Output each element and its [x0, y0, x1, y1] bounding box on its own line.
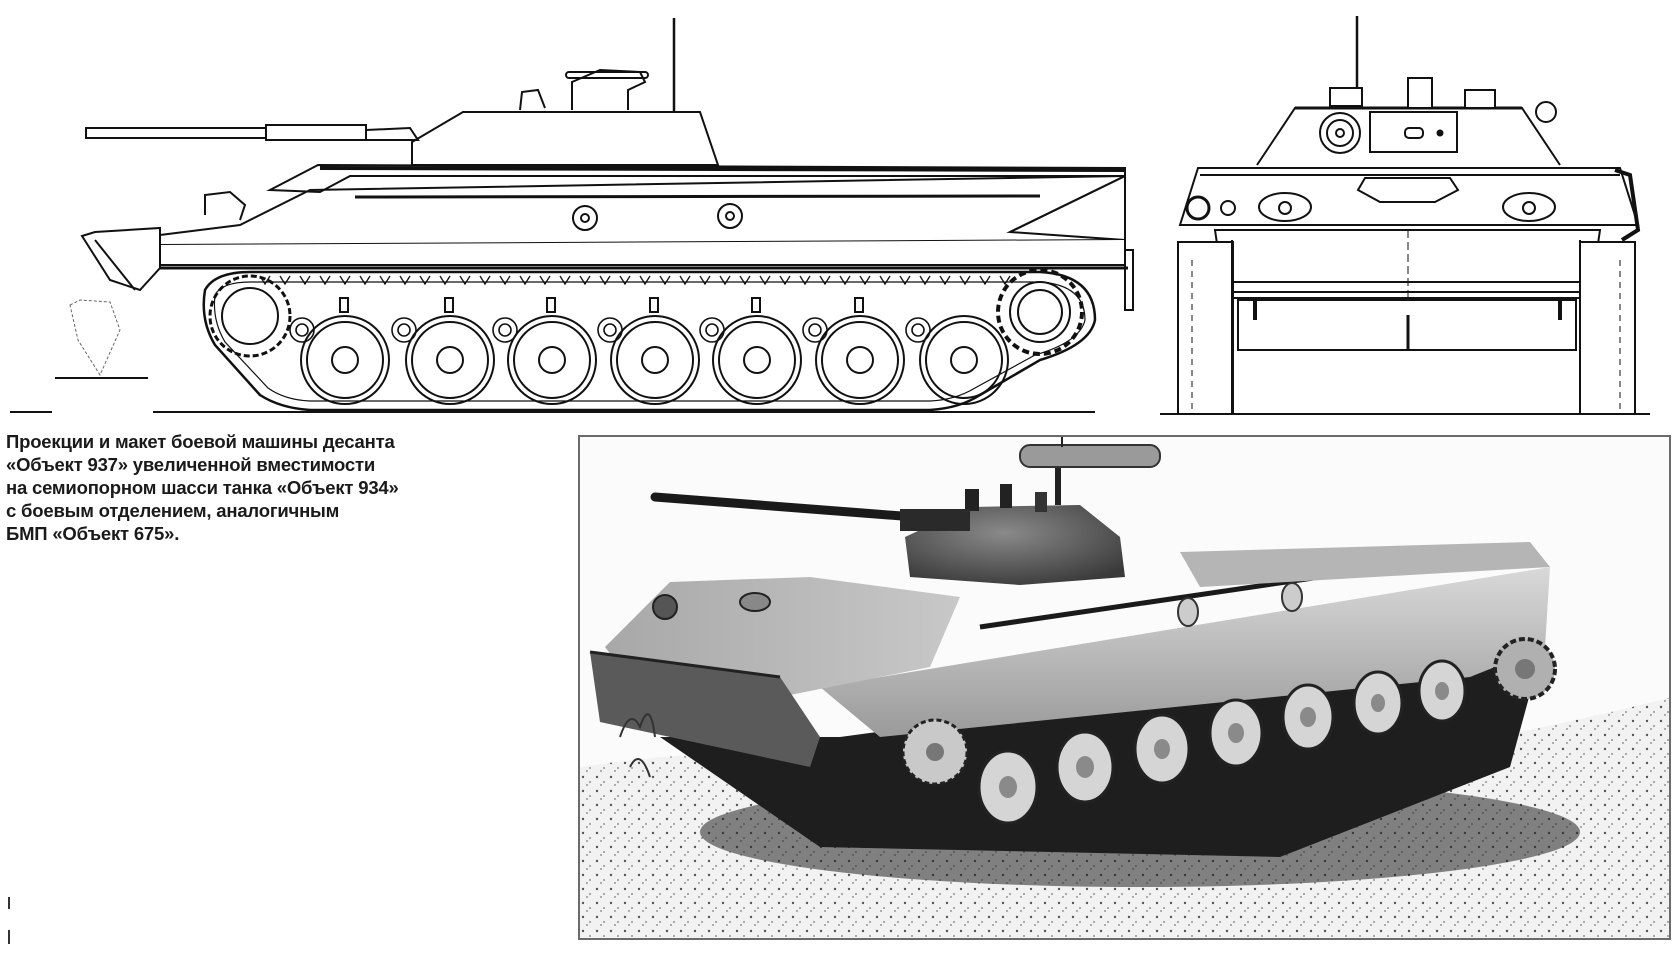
model-photograph [578, 435, 1671, 940]
front-view-drawing [1160, 16, 1650, 415]
caption-line: «Объект 937» увеличенной вместимости [6, 454, 376, 475]
side-view-drawing [10, 18, 1134, 413]
figure-caption: Проекции и макет боевой машины десанта «… [6, 430, 566, 545]
caption-line: с боевым отделением, аналогичным [6, 500, 340, 521]
margin-mark [8, 930, 10, 944]
tank-model-photo-icon [580, 437, 1669, 938]
caption-line: на семиопорном шасси танка «Объект 934» [6, 477, 399, 498]
caption-line: БМП «Объект 675». [6, 523, 180, 544]
margin-mark [8, 897, 10, 909]
caption-line: Проекции и макет боевой машины десанта [6, 431, 395, 452]
